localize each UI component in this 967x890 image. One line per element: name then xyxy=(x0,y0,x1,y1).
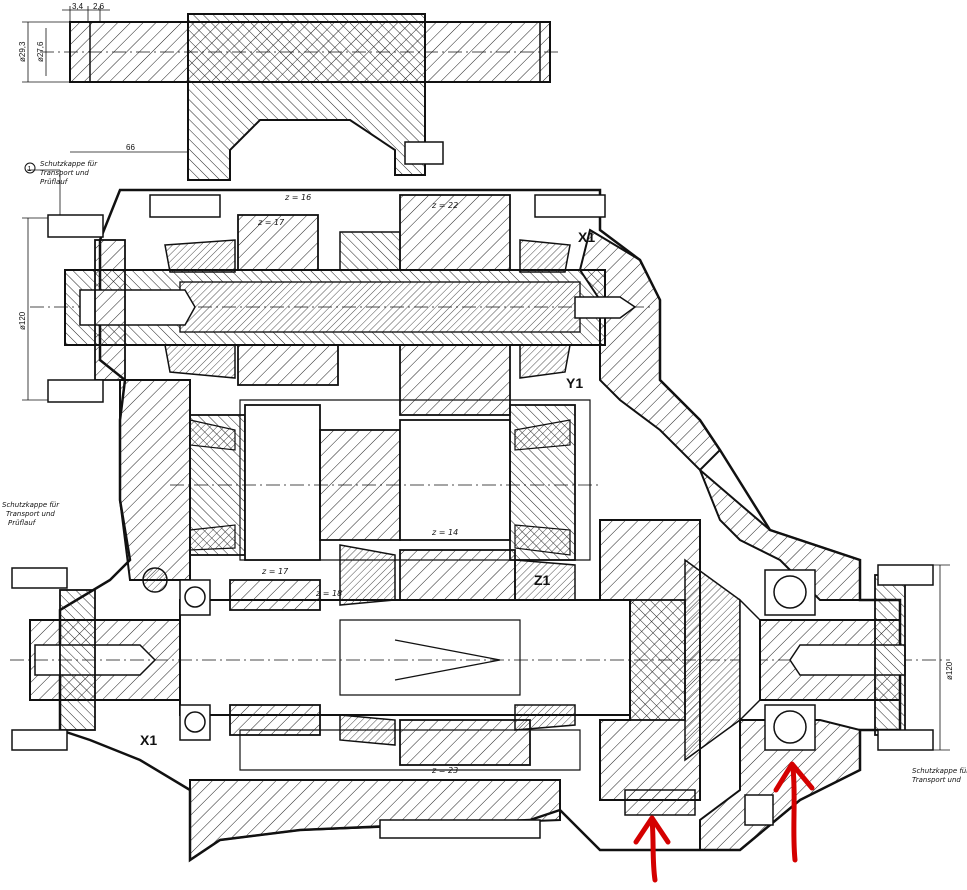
right-output xyxy=(759,564,934,751)
dimension-lines xyxy=(22,6,950,751)
lower-output-shaft xyxy=(10,599,950,716)
label-y1: Y1 xyxy=(566,375,583,391)
gear-label-z16: z = 16 xyxy=(284,193,311,202)
lower-left-flange xyxy=(11,567,96,751)
note-1-line-2: Transport und xyxy=(40,169,89,177)
dim-dia-27-6: ø27,6 xyxy=(36,41,45,62)
gear-tooth-labels: z = 16 z = 17 z = 22 z = 14 z = 17 z = 1… xyxy=(257,193,458,775)
note-3: Schutzkappe für Transport und xyxy=(912,767,967,784)
note-1: 1 Schutzkappe für Transport und Prüflauf xyxy=(24,160,98,186)
upper-gears xyxy=(237,194,511,416)
bearing-labels: X1 Y1 Z1 X1 xyxy=(140,229,595,748)
label-z1: Z1 xyxy=(534,572,551,588)
lower-gears xyxy=(229,544,576,766)
label-x1-lower: X1 xyxy=(140,732,157,748)
middle-gear-assembly xyxy=(170,404,600,561)
gear-label-z23: z = 23 xyxy=(431,766,458,775)
upper-bearings xyxy=(164,239,571,379)
note-3-line-1: Schutzkappe für xyxy=(912,767,967,775)
gear-label-z18: z = 18 xyxy=(315,589,342,598)
note-2: Schutzkappe für Transport und Prüflauf xyxy=(2,501,60,527)
upper-left-flange xyxy=(47,194,606,403)
gear-label-z14: z = 14 xyxy=(431,528,458,537)
red-annotations xyxy=(633,761,815,883)
lower-left-ball-bearings xyxy=(142,567,211,741)
note-1-number: 1 xyxy=(28,166,32,173)
note-3-line-2: Transport und xyxy=(912,776,961,784)
upper-housing-tower xyxy=(187,13,444,181)
note-1-line-1: Schutzkappe für xyxy=(40,160,98,168)
bottom-bolt xyxy=(379,819,541,839)
note-2-line-2: Transport und xyxy=(6,510,55,518)
note-1-marker xyxy=(24,162,36,174)
note-2-line-3: Prüflauf xyxy=(8,519,37,527)
label-x1: X1 xyxy=(578,229,595,245)
gear-label-z22: z = 22 xyxy=(431,201,458,210)
gear-label-z17-bottom: z = 17 xyxy=(261,567,289,576)
dim-dia-120-left: ø120 xyxy=(18,311,27,330)
dim-top-left-2: 2,6 xyxy=(93,2,105,11)
differential-assembly xyxy=(599,519,774,826)
dim-66: 66 xyxy=(126,143,135,152)
note-1-line-3: Prüflauf xyxy=(40,178,69,186)
note-2-line-1: Schutzkappe für xyxy=(2,501,60,509)
dimension-texts: 3,4 2,6 ø29,3 ø27,6 66 ø120 ø120 xyxy=(18,2,954,680)
red-arrow-left xyxy=(633,815,671,883)
dim-dia-29-3: ø29,3 xyxy=(18,41,27,62)
red-arrow-right xyxy=(773,761,815,863)
dim-dia-120-right: ø120 xyxy=(945,661,954,680)
gear-label-z17-top: z = 17 xyxy=(257,218,285,227)
dim-top-left-1: 3,4 xyxy=(72,2,84,11)
